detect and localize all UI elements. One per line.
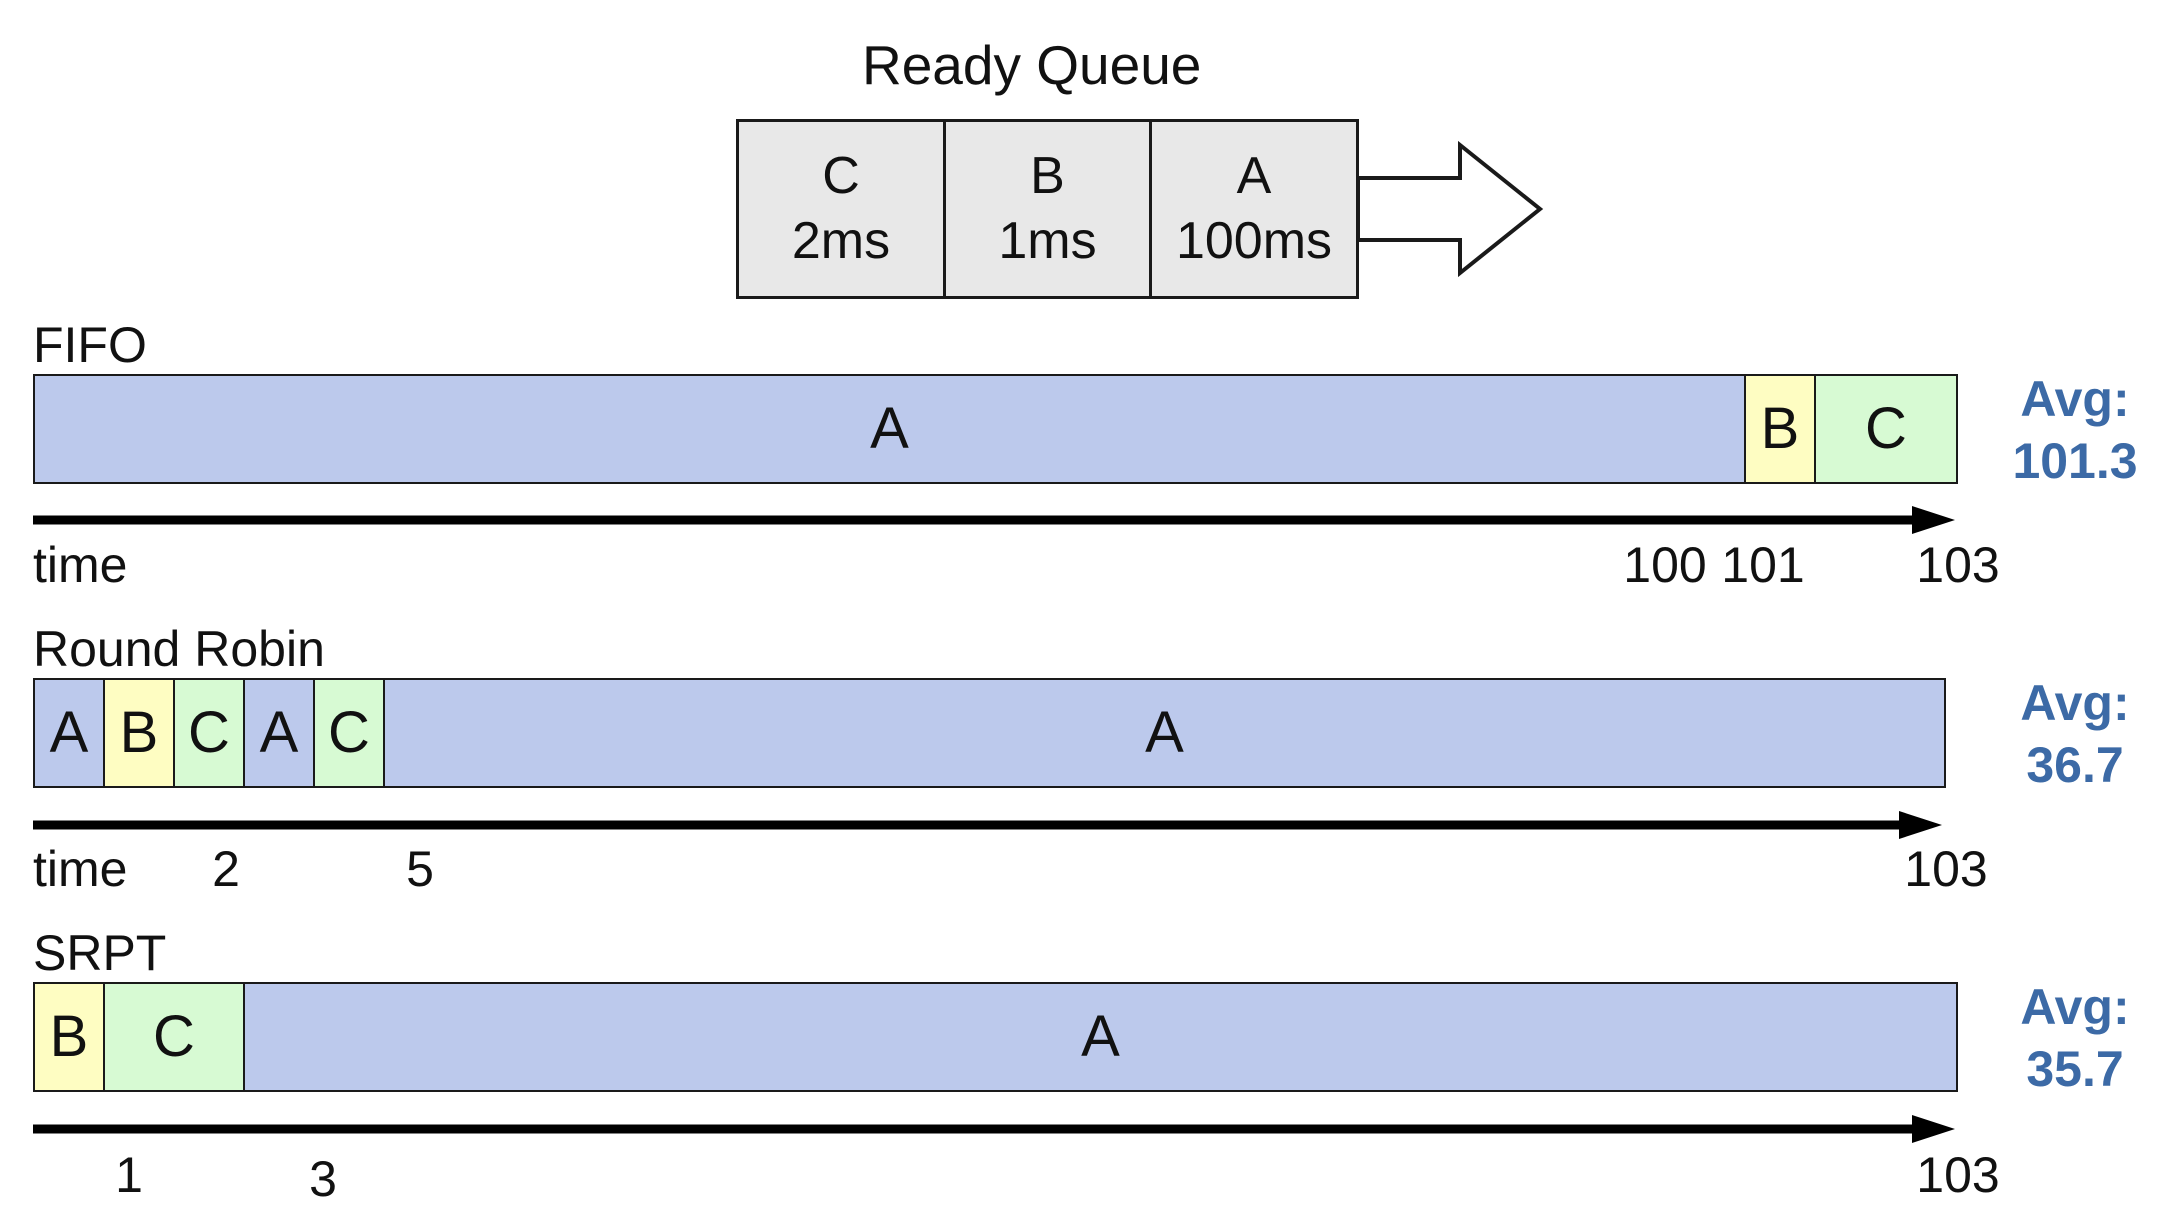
avg-value: 101.3	[2012, 433, 2138, 489]
fifo-tick: 100	[1623, 537, 1707, 593]
queue-cell-a: A 100ms	[1149, 119, 1359, 299]
queue-job-name: B	[1030, 147, 1065, 205]
srpt-timeline-bar: B C A	[33, 982, 1958, 1092]
queue-job-duration: 100ms	[1175, 212, 1333, 270]
fifo-label: FIFO	[33, 317, 147, 373]
timeline-segment-a: A	[385, 680, 1944, 786]
timeline-segment-c: C	[1816, 376, 1956, 482]
avg-value: 35.7	[2026, 1041, 2124, 1097]
avg-label: Avg:	[2020, 371, 2130, 427]
queue-job-name: C	[822, 147, 860, 205]
fifo-average: Avg: 101.3	[1995, 368, 2155, 492]
avg-value: 36.7	[2026, 737, 2124, 793]
round-robin-tick: 103	[1904, 841, 1988, 897]
queue-cell-b: B 1ms	[943, 119, 1152, 299]
queue-cell-c: C 2ms	[736, 119, 946, 299]
fifo-tick: 101	[1721, 537, 1805, 593]
ready-queue-title: Ready Queue	[862, 34, 1202, 96]
round-robin-average: Avg: 36.7	[1995, 672, 2155, 796]
queue-output-arrow	[1356, 140, 1544, 278]
queue-job-duration: 1ms	[998, 212, 1097, 270]
fifo-time-axis	[33, 506, 1955, 534]
srpt-tick: 103	[1916, 1147, 2000, 1203]
srpt-time-axis	[33, 1115, 1955, 1143]
timeline-segment-c: C	[175, 680, 245, 786]
round-robin-label: Round Robin	[33, 621, 325, 677]
timeline-segment-a: A	[35, 376, 1746, 482]
timeline-segment-b: B	[35, 984, 105, 1090]
queue-job-duration: 2ms	[791, 212, 891, 270]
timeline-segment-c: C	[315, 680, 385, 786]
fifo-tick: 103	[1916, 537, 2000, 593]
timeline-segment-a: A	[35, 680, 105, 786]
queue-job-name: A	[1236, 147, 1272, 205]
timeline-segment-a: A	[245, 680, 315, 786]
round-robin-time-axis	[33, 811, 1942, 839]
avg-label: Avg:	[2020, 675, 2130, 731]
round-robin-timeline-bar: A B C A C A	[33, 678, 1946, 788]
srpt-label: SRPT	[33, 925, 167, 981]
srpt-tick: 3	[309, 1151, 337, 1207]
timeline-segment-b: B	[1746, 376, 1816, 482]
timeline-segment-c: C	[105, 984, 245, 1090]
fifo-axis-label: time	[33, 537, 128, 593]
round-robin-tick: 2	[212, 841, 240, 897]
fifo-timeline-bar: A B C	[33, 374, 1958, 484]
srpt-average: Avg: 35.7	[1995, 976, 2155, 1100]
timeline-segment-b: B	[105, 680, 175, 786]
timeline-segment-a: A	[245, 984, 1956, 1090]
round-robin-axis-label: time	[33, 841, 128, 897]
avg-label: Avg:	[2020, 979, 2130, 1035]
round-robin-tick: 5	[406, 841, 434, 897]
srpt-tick: 1	[115, 1147, 143, 1203]
